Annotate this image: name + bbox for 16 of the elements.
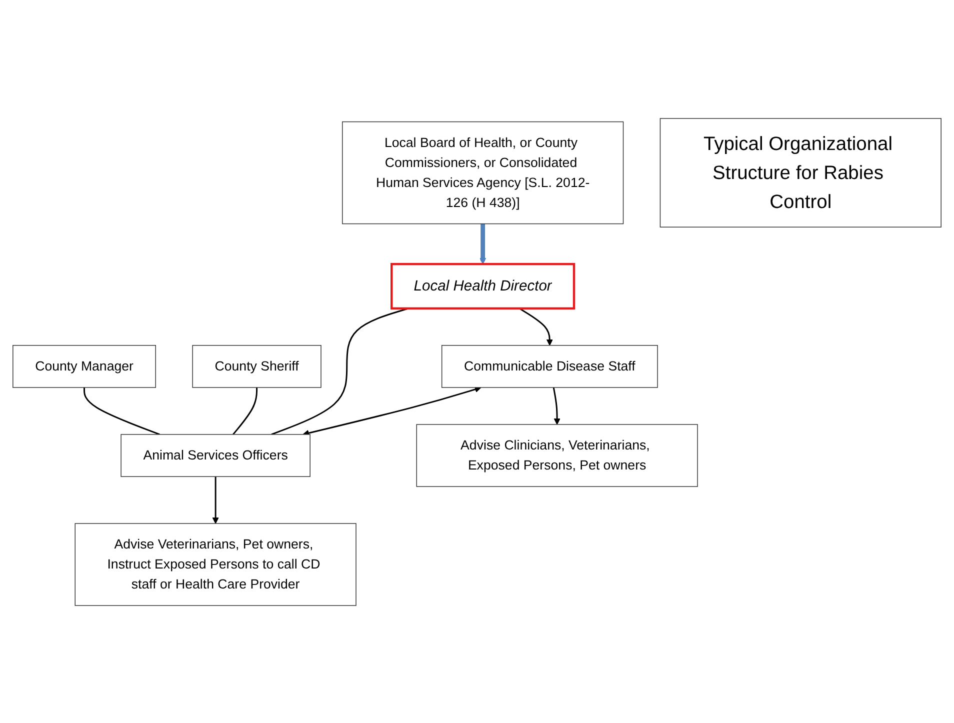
node-box: Animal Services Officers (120, 434, 310, 476)
node-box: Communicable Disease Staff (441, 344, 658, 388)
connector (271, 307, 409, 435)
node-box: Advise Clinicians, Veterinarians, Exposed Persons, Pet owners (416, 424, 698, 486)
arrow (552, 386, 560, 424)
node-box: County Sheriff (192, 344, 322, 388)
arrow (212, 476, 219, 524)
connector (232, 387, 258, 434)
node-box: Typical Organizational Structure for Rabies Control (660, 118, 942, 227)
node-box: Local Board of Health, or County Commissioners, or Consolidated Human Services Agency [S.L. 2012-126 (H 438)] (342, 120, 624, 224)
arrow (480, 223, 486, 264)
node-box: Advise Veterinarians, Pet owners, Instruct Exposed Persons to call CD staff or Health Care Provider (74, 522, 356, 606)
arrow (302, 386, 482, 436)
connector (84, 387, 160, 435)
node-box: County Manager (12, 344, 156, 388)
arrow (518, 307, 553, 346)
